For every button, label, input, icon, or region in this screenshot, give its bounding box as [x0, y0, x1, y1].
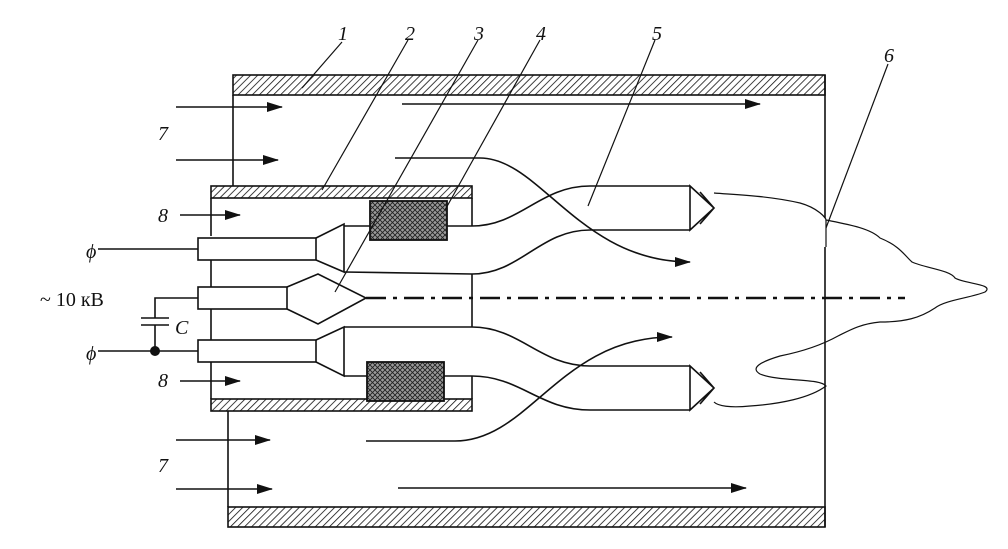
- flow-arrows: [176, 99, 761, 494]
- label-8-top: 8: [158, 205, 168, 227]
- phase-symbol-top: ϕ: [86, 241, 96, 263]
- magnet-coil-bottom: [366, 361, 445, 402]
- magnet-coil-top: [369, 200, 448, 241]
- label-2: 2: [405, 23, 415, 45]
- label-6: 6: [884, 45, 894, 67]
- junction-dot: [150, 346, 160, 356]
- outer-wall-bottom: [227, 506, 826, 528]
- plasma-flame: [713, 192, 988, 408]
- label-voltage: ~ 10 кВ: [40, 289, 104, 311]
- electrode-top: [197, 222, 473, 275]
- leader-lines: [301, 39, 889, 293]
- label-8-bottom: 8: [158, 370, 168, 392]
- inner-wall-bottom: [210, 398, 473, 412]
- phase-symbol-bottom: ϕ: [86, 343, 96, 365]
- label-5: 5: [652, 23, 662, 45]
- outer-channel: [227, 74, 826, 528]
- label-3: 3: [473, 23, 484, 45]
- circuit: [98, 248, 198, 356]
- inner-wall-top: [210, 185, 473, 199]
- outer-wall-top: [232, 74, 826, 96]
- plasma-jets: [471, 184, 716, 412]
- label-capacitor: C: [175, 317, 189, 339]
- label-4: 4: [536, 23, 546, 45]
- inner-housing: [210, 185, 473, 412]
- label-1: 1: [338, 23, 348, 45]
- label-7-bottom: 7: [158, 455, 169, 477]
- label-7-top: 7: [158, 123, 169, 145]
